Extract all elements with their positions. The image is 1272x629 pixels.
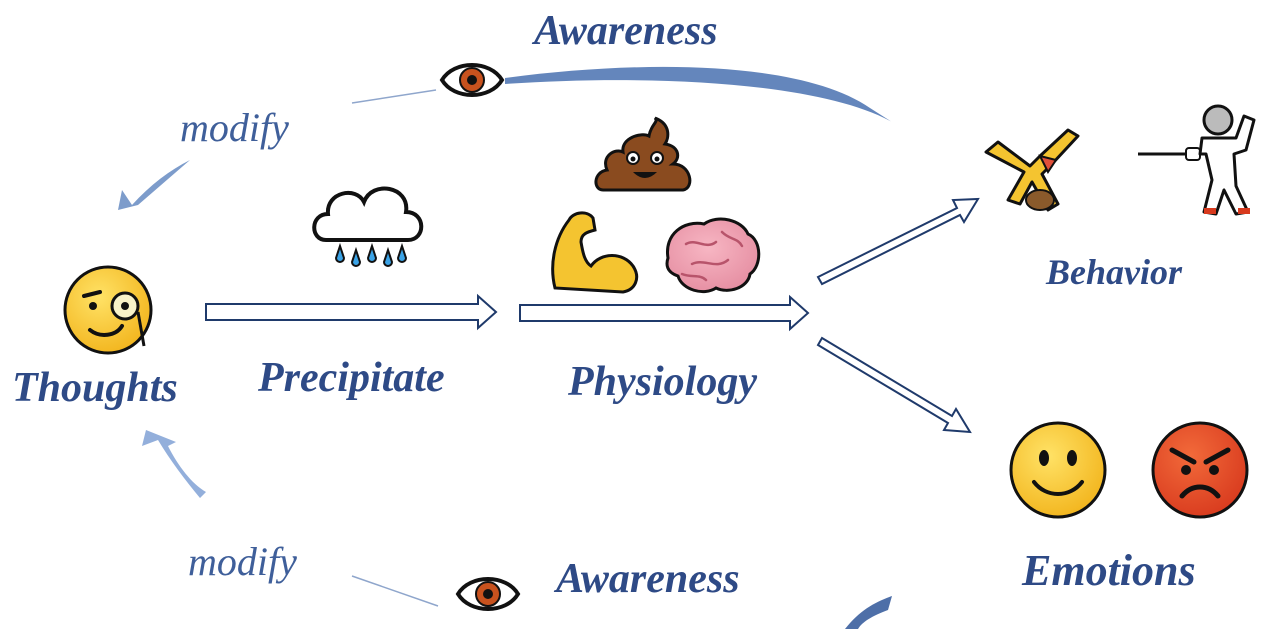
brain-icon: [665, 217, 761, 293]
arrow-physiology-forward: [519, 294, 810, 332]
fencer-icon: [1138, 104, 1256, 216]
poop-icon: [594, 116, 692, 192]
emotions-label: Emotions: [1022, 546, 1196, 595]
awareness-top-curve: [505, 66, 892, 122]
angry-face-icon: [1151, 421, 1249, 519]
modify-bottom-connector: [351, 575, 439, 607]
thoughts-label: Thoughts: [12, 365, 178, 411]
arrow-thoughts-to-physiology: [205, 293, 498, 331]
awareness-bottom-curve: [845, 596, 892, 629]
modify-top-connector: [351, 89, 437, 104]
modify-top-label: modify: [180, 105, 289, 150]
eye-icon: [455, 577, 521, 611]
arrow-to-behavior: [816, 197, 980, 286]
monocle-face-icon: [63, 265, 153, 355]
awareness-bottom-label: Awareness: [556, 556, 740, 602]
cartwheel-icon: [984, 128, 1080, 212]
awareness-top-label: Awareness: [534, 8, 718, 54]
arrow-to-emotions: [816, 336, 972, 434]
physiology-label: Physiology: [568, 359, 757, 405]
flexed-biceps-icon: [551, 211, 639, 294]
rain-cloud-icon: [312, 186, 424, 267]
precipitate-label: Precipitate: [258, 355, 445, 401]
behavior-label: Behavior: [1046, 252, 1183, 292]
smiling-face-icon: [1009, 421, 1107, 519]
modify-bottom-arrow: [142, 430, 206, 498]
eye-icon: [439, 63, 505, 97]
modify-bottom-label: modify: [188, 539, 297, 584]
modify-top-arrow: [118, 160, 190, 210]
